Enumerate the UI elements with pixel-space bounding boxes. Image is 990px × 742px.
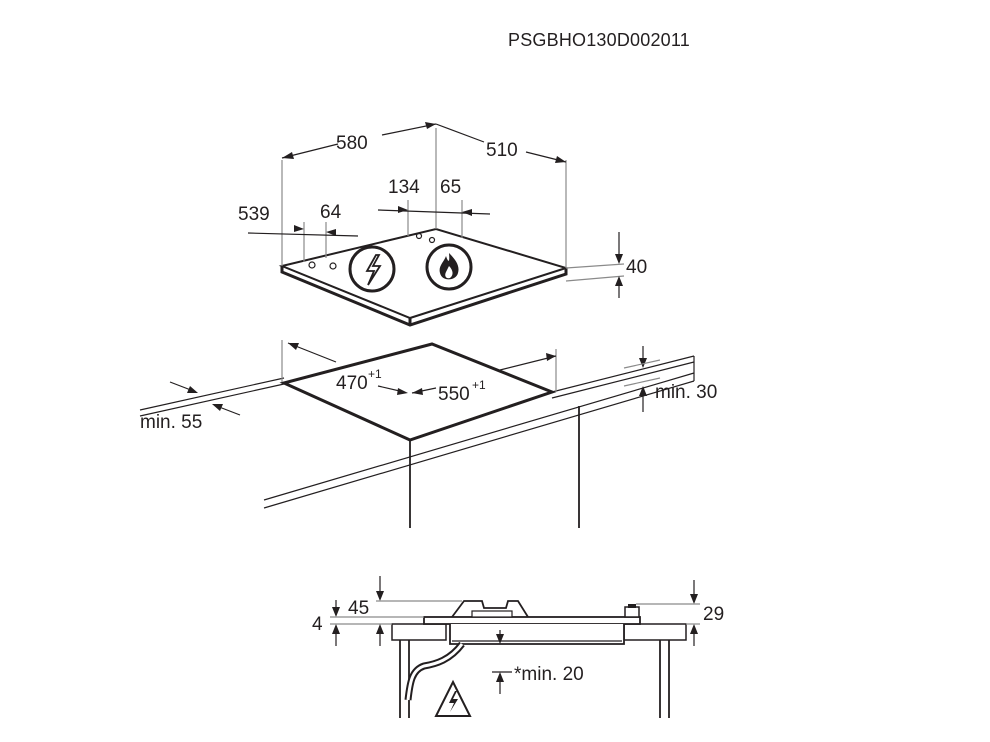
front-clearance-min-55: min. 55 (140, 412, 202, 433)
dim-height-40: 40 (626, 257, 647, 278)
drawing-code: PSGBHO130D002011 (508, 30, 690, 50)
worktop-drawing (139, 340, 695, 528)
hob-drawing (278, 128, 570, 327)
gas-flame-icon (425, 243, 473, 291)
dim-width-580: 580 (336, 133, 368, 154)
cutout-width-550: 550 (438, 384, 470, 405)
side-dimension-lines (330, 576, 700, 694)
side-clearance-min-20: *min. 20 (514, 664, 584, 685)
dim-134: 134 (388, 177, 420, 198)
cutout-dimension-lines (169, 342, 661, 416)
side-dim-4: 4 (312, 614, 323, 635)
electric-burner-icon (348, 245, 396, 293)
dim-539: 539 (238, 204, 270, 225)
hob-dimension-lines (247, 122, 625, 298)
electric-hazard-icon (434, 679, 472, 717)
side-dim-45: 45 (348, 598, 369, 619)
dim-depth-510: 510 (486, 140, 518, 161)
worktop-min-30: min. 30 (655, 382, 717, 403)
cutout-depth-tolerance: +1 (368, 367, 382, 381)
cutout-depth-470: 470 (336, 373, 368, 394)
dim-64: 64 (320, 202, 342, 223)
side-dim-29: 29 (703, 604, 724, 625)
dim-65: 65 (440, 177, 461, 198)
cutout-width-tolerance: +1 (472, 378, 486, 392)
side-section-drawing (391, 600, 687, 718)
